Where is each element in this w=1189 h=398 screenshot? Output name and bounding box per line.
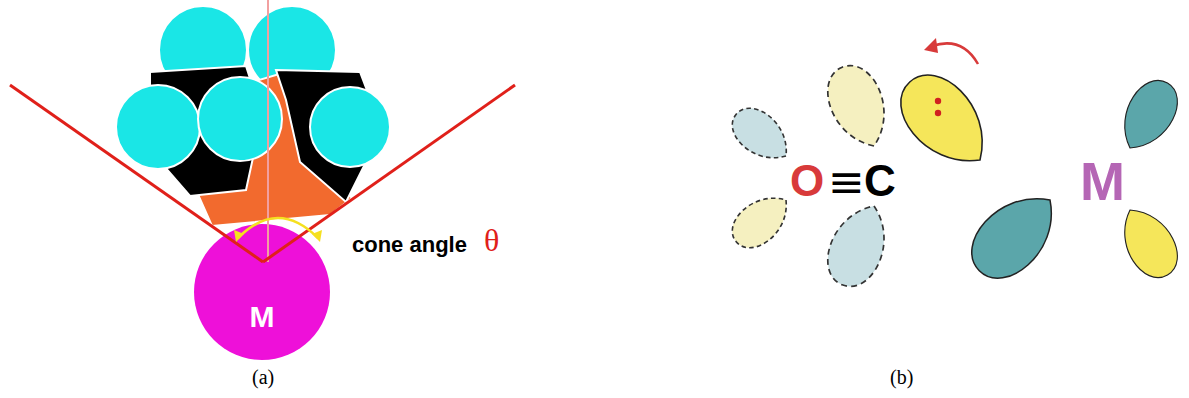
atom-symbol: M (194, 302, 330, 332)
atom-symbol: C (864, 156, 896, 206)
angle-label: cone angle (352, 232, 467, 258)
atom-symbol: M (1080, 150, 1125, 212)
panel-label: (b) (890, 366, 913, 389)
angle-symbol: θ (484, 222, 499, 259)
atom-circle (194, 224, 330, 360)
metal-atom: M (194, 224, 330, 360)
panel-label: (a) (252, 366, 274, 389)
atom-symbol: O (790, 156, 824, 206)
orbital-lobes (723, 38, 1187, 295)
triple-bond: ≡ (828, 156, 865, 207)
ligand-spacefill (116, 6, 390, 226)
